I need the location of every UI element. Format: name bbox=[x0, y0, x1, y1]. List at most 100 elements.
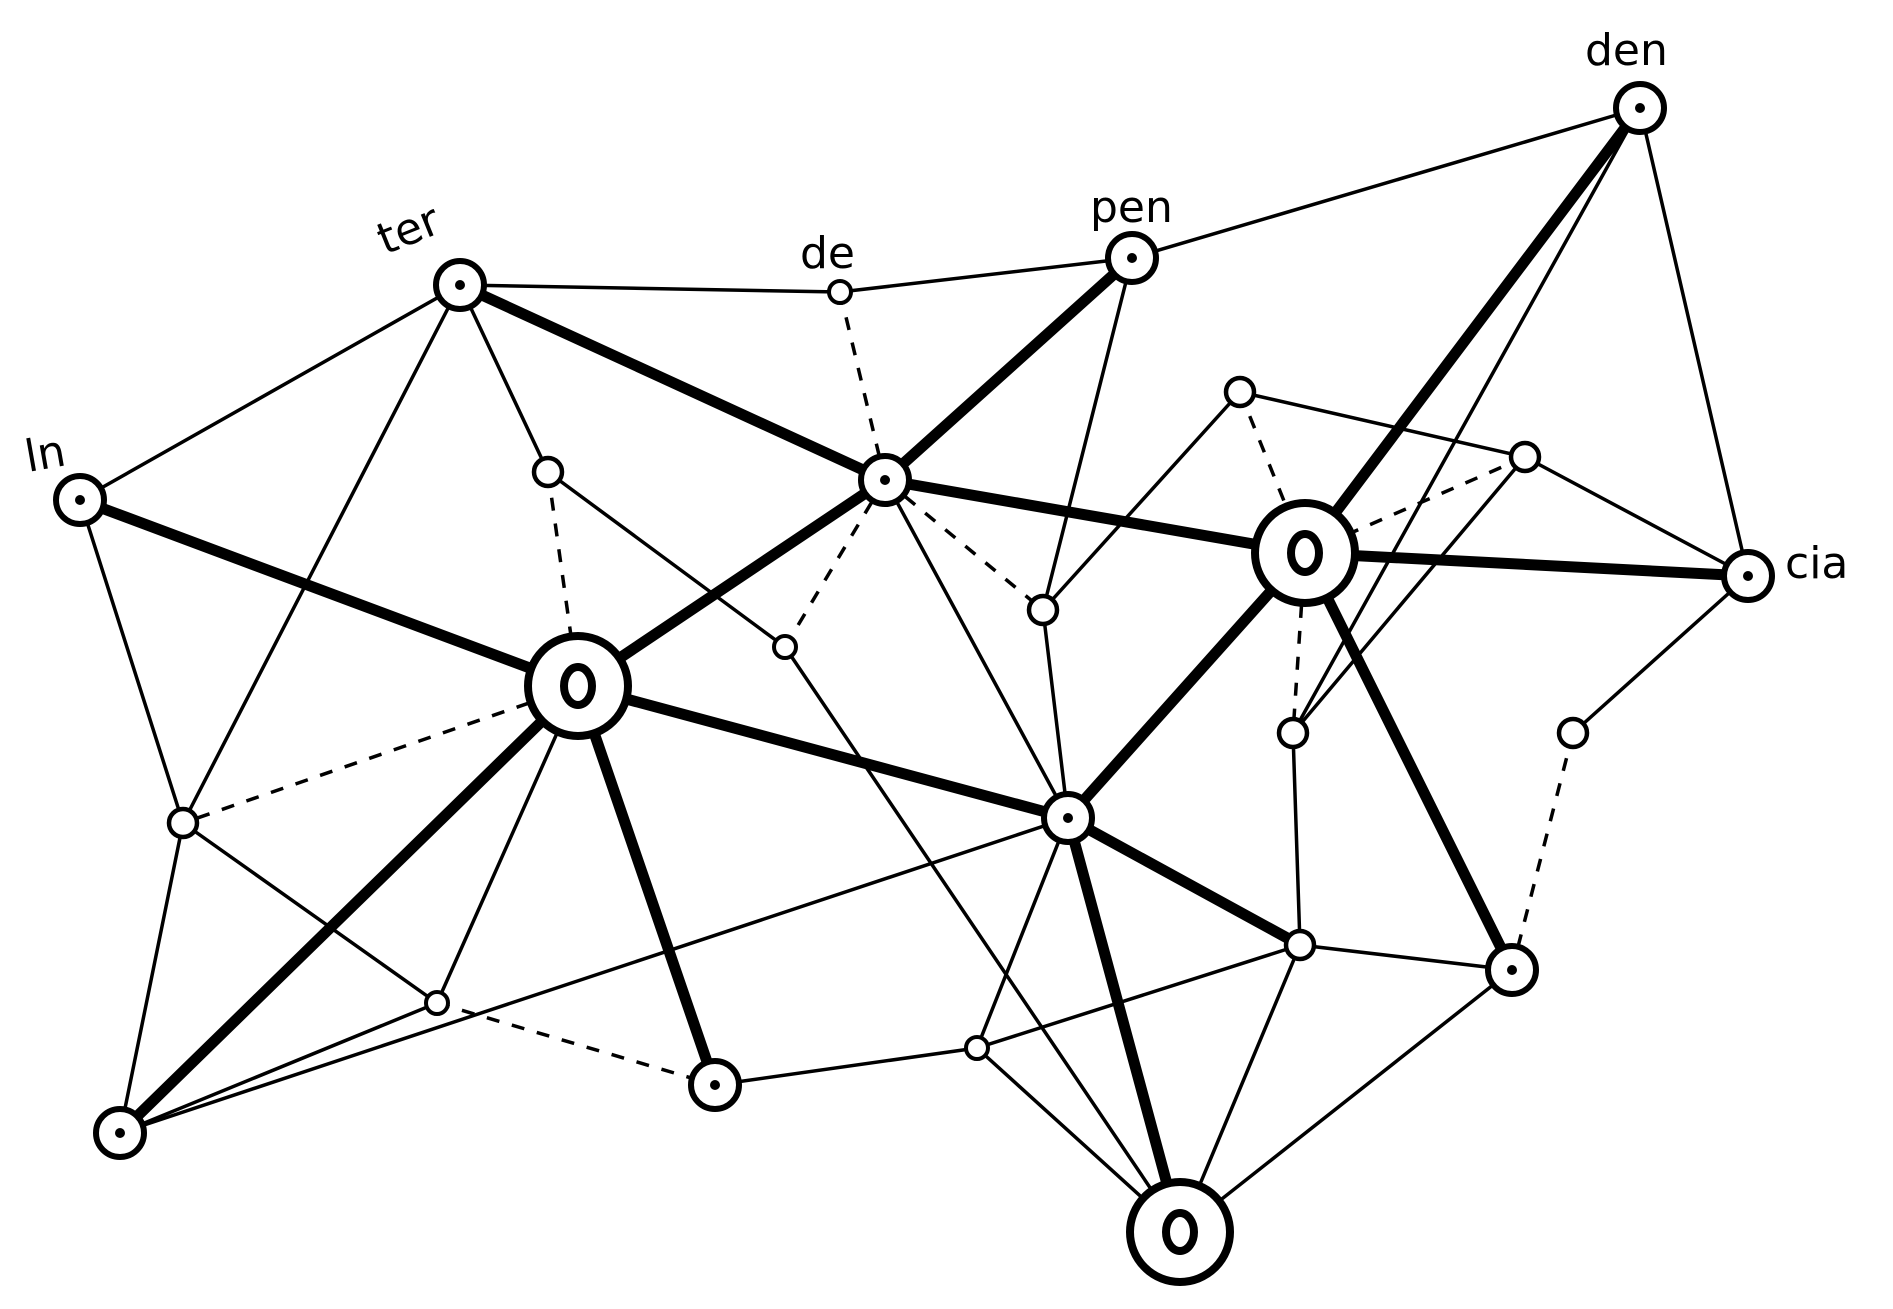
node-dot-a1 bbox=[880, 475, 890, 485]
edge-c1-e1 bbox=[118, 821, 185, 1135]
node-m1 bbox=[1041, 791, 1095, 845]
edge-n_den-h2 bbox=[1299, 102, 1646, 559]
edge-c3-d3 bbox=[1510, 732, 1575, 971]
edge-a1-b1 bbox=[783, 479, 887, 648]
edge-a4-n_cia bbox=[1523, 455, 1750, 578]
node-ring-c3 bbox=[1556, 716, 1590, 750]
edge-h1-c1 bbox=[182, 684, 579, 825]
node-core-h1 bbox=[560, 663, 596, 709]
network-nodes bbox=[53, 81, 1775, 1286]
node-ring-b2 bbox=[1026, 593, 1060, 627]
node-dot-m1 bbox=[1063, 813, 1073, 823]
edge-n_ter-n_de bbox=[458, 283, 842, 294]
node-ring-h2 bbox=[1251, 499, 1359, 607]
node-n_cia bbox=[1721, 549, 1775, 603]
edge-n_den-c2 bbox=[1291, 106, 1642, 735]
node-ring-e3 bbox=[1126, 1178, 1234, 1286]
node-ring-b1 bbox=[772, 634, 798, 660]
edge-a2-h1 bbox=[546, 471, 580, 687]
node-n_de bbox=[827, 279, 853, 305]
edge-e1-d1 bbox=[118, 1001, 439, 1135]
node-dot-n_pen bbox=[1127, 253, 1137, 263]
node-n_in bbox=[53, 473, 107, 527]
edge-m1-e3 bbox=[1062, 812, 1186, 1238]
edge-a1-h2 bbox=[879, 474, 1311, 559]
node-a3 bbox=[1223, 375, 1257, 409]
node-e2 bbox=[688, 1058, 742, 1112]
edge-a3-a4 bbox=[1238, 390, 1527, 459]
node-ring-d4 bbox=[964, 1035, 990, 1061]
edge-h1-e1 bbox=[114, 680, 584, 1139]
edge-c2-d2 bbox=[1291, 731, 1302, 947]
edge-h1-m1 bbox=[572, 680, 1074, 824]
network-edges bbox=[74, 102, 1754, 1238]
edge-h1-d1 bbox=[435, 684, 580, 1005]
node-ring-a4 bbox=[1508, 440, 1542, 474]
edge-n_pen-n_den bbox=[1130, 106, 1642, 260]
edge-b2-m1 bbox=[1041, 608, 1070, 820]
node-a2 bbox=[531, 455, 565, 489]
node-label-ln: ln bbox=[21, 426, 69, 483]
edge-n_ter-a2 bbox=[458, 283, 550, 474]
edge-n_de-a1 bbox=[838, 291, 887, 481]
node-label-cia: cia bbox=[1785, 538, 1848, 589]
edge-a4-c2 bbox=[1291, 455, 1527, 735]
node-ring-n_de bbox=[827, 279, 853, 305]
node-b1 bbox=[772, 634, 798, 660]
node-n_den bbox=[1613, 81, 1667, 135]
node-labels: ln ter de pen den cia bbox=[21, 25, 1848, 589]
edge-c1-d1 bbox=[181, 821, 439, 1005]
edge-a2-b1 bbox=[546, 470, 787, 649]
edge-n_pen-b2 bbox=[1041, 256, 1134, 612]
edge-b1-e3 bbox=[783, 645, 1182, 1234]
edge-n_in-n_ter bbox=[78, 283, 462, 502]
edge-m1-e1 bbox=[118, 816, 1070, 1135]
edge-n_ter-c1 bbox=[181, 283, 462, 825]
node-n_ter bbox=[433, 258, 487, 312]
node-c1 bbox=[166, 806, 200, 840]
edge-h2-d3 bbox=[1299, 547, 1518, 976]
edge-n_in-h1 bbox=[74, 494, 584, 692]
node-ring-a2 bbox=[531, 455, 565, 489]
node-label-ter: ter bbox=[370, 194, 448, 265]
edge-d2-d4 bbox=[975, 943, 1302, 1050]
node-dot-e1 bbox=[115, 1128, 125, 1138]
node-dot-n_ter bbox=[455, 280, 465, 290]
edge-d1-e2 bbox=[436, 1001, 716, 1087]
node-ring-a3 bbox=[1223, 375, 1257, 409]
node-core-h2 bbox=[1287, 530, 1323, 576]
node-ring-h1 bbox=[524, 632, 632, 740]
node-ring-c2 bbox=[1276, 716, 1310, 750]
node-d2 bbox=[1283, 928, 1317, 962]
node-c3 bbox=[1556, 716, 1590, 750]
node-dot-d3 bbox=[1507, 965, 1517, 975]
edge-d3-e3 bbox=[1178, 968, 1514, 1234]
edge-n_in-c1 bbox=[78, 498, 185, 825]
edge-d4-e2 bbox=[713, 1046, 979, 1087]
edge-a1-b2 bbox=[883, 478, 1045, 612]
node-dot-e2 bbox=[710, 1080, 720, 1090]
node-label-pen: pen bbox=[1090, 182, 1173, 233]
edge-m1-d2 bbox=[1062, 812, 1306, 951]
edge-n_de-n_pen bbox=[838, 256, 1134, 294]
node-dot-n_den bbox=[1635, 103, 1645, 113]
node-d4 bbox=[964, 1035, 990, 1061]
node-h2 bbox=[1251, 499, 1359, 607]
edge-h2-n_cia bbox=[1299, 547, 1754, 582]
edge-h1-e2 bbox=[572, 680, 721, 1091]
edge-n_ter-a1 bbox=[454, 279, 891, 486]
node-dot-n_cia bbox=[1743, 571, 1753, 581]
node-e1 bbox=[93, 1106, 147, 1160]
edge-d2-d3 bbox=[1298, 943, 1514, 972]
node-dot-n_in bbox=[75, 495, 85, 505]
node-label-den: den bbox=[1585, 25, 1668, 76]
node-c2 bbox=[1276, 716, 1310, 750]
edge-n_cia-c3 bbox=[1571, 574, 1750, 735]
node-h1 bbox=[524, 632, 632, 740]
node-label-de: de bbox=[800, 228, 855, 279]
node-e3 bbox=[1126, 1178, 1234, 1286]
edge-a3-b2 bbox=[1041, 390, 1242, 612]
edge-a1-m1 bbox=[883, 478, 1070, 820]
edge-m1-d4 bbox=[975, 816, 1070, 1050]
